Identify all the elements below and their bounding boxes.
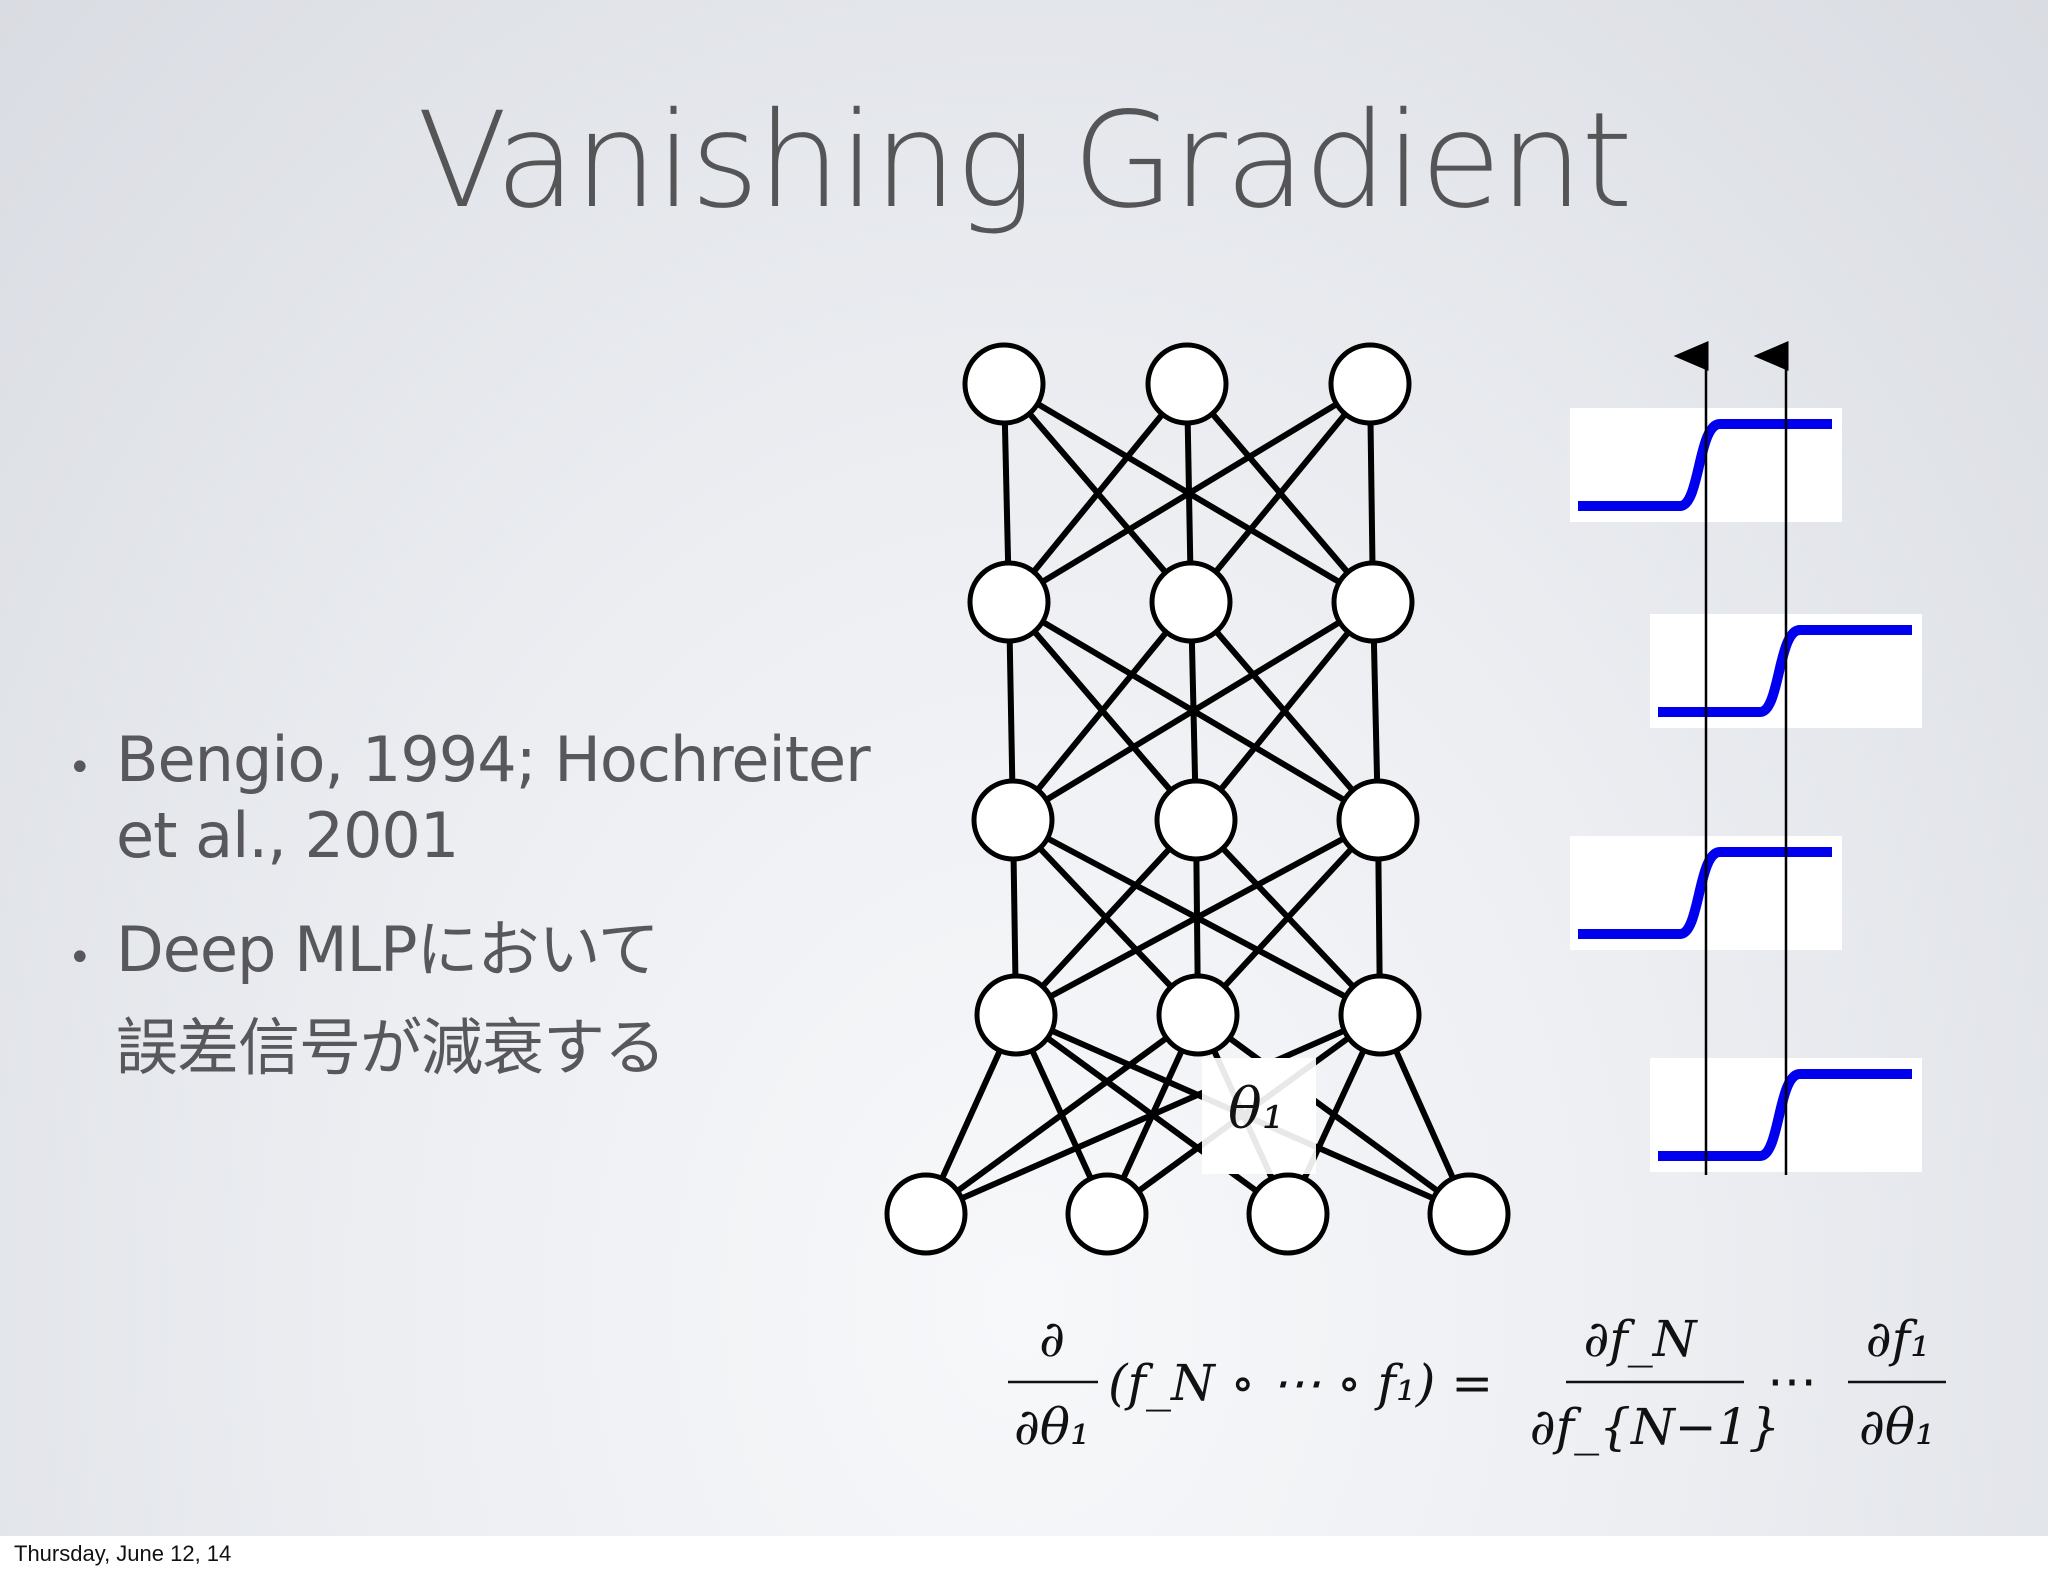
network-edge [1010,600,1194,822]
network-node [1065,1172,1149,1256]
bullet-line: Deep MLPにおいて [116,913,660,986]
theta-label: θ₁ [1228,1077,1284,1142]
network-edge [1006,382,1190,604]
network-edge [1195,817,1381,1018]
sigmoid-curve [1658,1069,1912,1161]
eq-lhs-denominator: ∂θ₁ [1014,1398,1090,1456]
eq-rhs-first-denominator: ∂f_{N−1} [1530,1398,1780,1456]
bullet-line: 誤差信号が減衰する [116,1010,666,1084]
network-edge [1013,817,1199,1018]
network-node [967,560,1051,644]
network-edge [1011,599,1375,823]
bullet-dot: • [68,745,92,791]
network-edge [924,1012,1382,1217]
network-edge [1193,600,1376,822]
network-node [1145,342,1229,426]
network-node [884,1172,968,1256]
network-node [1156,973,1240,1057]
sigmoid-panels [1570,408,1922,1172]
network-node [1246,1172,1330,1256]
network-node [974,973,1058,1057]
network-nodes [884,342,1511,1256]
bullet-line: Bengio, 1994; Hochreiter [116,723,871,796]
footer-bar [0,1536,2048,1576]
slide-title: Vanishing Gradient [417,84,1633,238]
eq-rhs-last-numerator: ∂f₁ [1866,1310,1930,1368]
network-edge [924,1012,1200,1217]
eq-rhs-first-numerator: ∂f_N [1583,1310,1698,1368]
eq-rhs-dots: ⋯ [1767,1352,1817,1410]
bullet-item: • Deep MLPにおいて 誤差信号が減衰する [68,912,928,1085]
network-node [1154,778,1238,862]
sigmoid-curve [1658,625,1912,717]
faded-edge [1202,1093,1316,1151]
network-node [1338,973,1422,1057]
bullet-dot: • [68,935,92,981]
network-node [971,778,1055,862]
vanishing-gradient-diagram: θ₁ ∂ ∂θ₁ (f_N ∘ ⋯ ∘ f₁) = ∂f_N ∂f_{N−1} … [884,341,1946,1456]
bullet-line: et al., 2001 [116,798,459,872]
eq-rhs-last-denominator: ∂θ₁ [1859,1398,1935,1456]
network-node [1149,560,1233,644]
network-node [1331,560,1415,644]
eq-lhs-composition: (f_N ∘ ⋯ ∘ f₁) = [1108,1354,1493,1412]
sigmoid-curve [1578,419,1832,511]
network-edge [1188,382,1373,604]
network-edge [1007,381,1372,605]
bullet-item: • Bengio, 1994; Hochreiter et al., 2001 [68,722,928,873]
network-node [1336,778,1420,862]
gradient-arrows [1673,341,1789,1175]
chain-rule-equation: ∂ ∂θ₁ (f_N ∘ ⋯ ∘ f₁) = ∂f_N ∂f_{N−1} ⋯ ∂… [1008,1310,1946,1456]
network-edge [1014,817,1380,1018]
sigmoid-curve [1578,847,1832,939]
footer-date: Thursday, June 12, 14 [14,1541,232,1566]
theta-parameter-box: θ₁ [1202,1058,1316,1174]
eq-lhs-numerator: ∂ [1039,1310,1065,1368]
network-node [962,342,1046,426]
faded-edges [1202,1058,1316,1174]
network-node [1328,342,1412,426]
network-node [1427,1172,1511,1256]
